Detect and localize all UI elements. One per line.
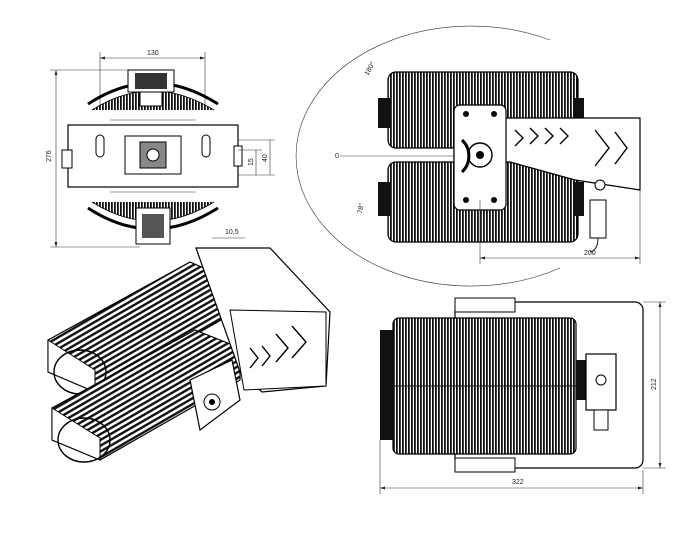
dim-side-reach: 200	[584, 250, 596, 257]
dim-front-width: 130	[147, 50, 159, 57]
bottom-view: 212 322	[379, 297, 666, 494]
dim-side-angle-top: 180°	[363, 60, 377, 77]
dim-side-angle-bottom: 78°	[356, 202, 366, 214]
isometric-view	[47, 247, 331, 463]
side-view: 0 180° 78°	[295, 25, 641, 287]
front-view: 130 276 40 15	[46, 50, 275, 248]
dim-front-offset-large: 40	[262, 154, 269, 162]
dim-bottom-width: 322	[512, 479, 524, 486]
dim-side-angle-zero: 0	[335, 153, 339, 160]
dim-front-bottom: 10,5	[225, 229, 239, 236]
dim-front-offset-small: 15	[248, 158, 255, 166]
dim-bottom-height: 212	[651, 378, 658, 390]
dim-front-height: 276	[46, 150, 53, 162]
